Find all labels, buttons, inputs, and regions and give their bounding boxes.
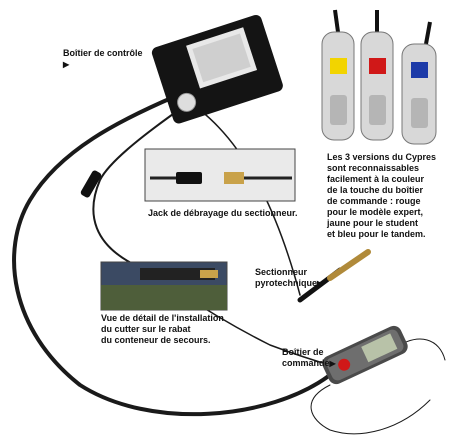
cutter-label-text: Sectionneur pyrotechnique (255, 267, 318, 288)
arrow-right-icon: ▶ (317, 279, 324, 288)
jack-inset (144, 148, 296, 202)
detail-label: Vue de détail de l'installation du cutte… (101, 313, 224, 345)
jack-label: Jack de débrayage du sectionneur. (148, 208, 298, 218)
control-box-label: Boîtier de contrôle ▶ (63, 37, 143, 70)
command-box-label-text: Boîtier de commande (282, 347, 330, 368)
version-red (360, 10, 394, 141)
command-box-label: Boîtier de commande▶ (282, 336, 336, 369)
version-blue (401, 21, 437, 145)
control-box (151, 14, 283, 124)
arrow-right-icon: ▶ (329, 359, 336, 368)
arrow-right-icon: ▶ (63, 60, 70, 69)
cutter-label: Sectionneur pyrotechnique▶ (255, 256, 323, 289)
control-box-label-text: Boîtier de contrôle (63, 48, 143, 58)
cable-ferrite (80, 170, 102, 198)
detail-inset (100, 261, 228, 311)
version-yellow (321, 9, 355, 141)
versions-caption: Les 3 versions du Cypres sont reconnaiss… (327, 152, 437, 239)
command-unit (322, 325, 408, 385)
cables (12, 94, 446, 435)
pyrotechnic-cutter (297, 249, 371, 303)
